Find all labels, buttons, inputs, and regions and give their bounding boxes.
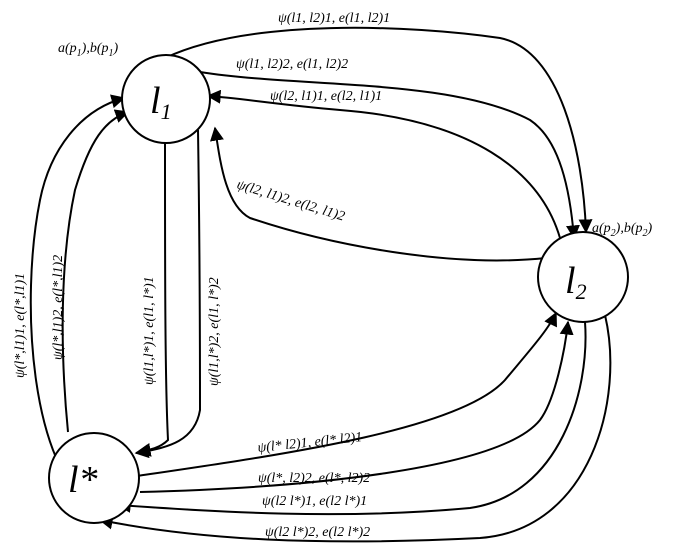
edge-label-l2-l1-1: ψ(l2, l1)1, e(l2, l1)1 xyxy=(270,89,382,104)
edge-l2-l1-2 xyxy=(210,126,547,262)
node-l1-params: a(p1),b(p1) xyxy=(58,41,119,59)
edge-l2-l1-1 xyxy=(206,89,561,239)
edge-l2-ls-1 xyxy=(116,321,587,516)
node-l1-label: l1 xyxy=(150,80,172,124)
edge-ls-l1-2 xyxy=(61,109,130,433)
edge-l1-ls-1 xyxy=(136,139,170,457)
node-l2: l2 xyxy=(537,231,629,323)
node-l2-label: l2 xyxy=(565,260,587,304)
edge-label-l2-ls-2: ψ(l2 l*)2, e(l2 l*)2 xyxy=(265,525,370,540)
edge-label-l2-ls-1: ψ(l2 l*)1, e(l2 l*)1 xyxy=(262,494,367,509)
edge-l1-ls-2 xyxy=(134,129,202,459)
node-l1: l1 xyxy=(121,54,211,144)
edge-label-ls-l2-1: ψ(l* l2)1, e(l* l2)1 xyxy=(257,430,363,456)
node-lstar-label: l* xyxy=(68,459,98,501)
edge-l1-l2-1 xyxy=(164,26,593,234)
edge-label-l1-l2-2: ψ(l1, l2)2, e(l1, l2)2 xyxy=(236,57,348,72)
edge-label-l1-ls-1: ψ(l1,l*)1, e(l1, l*)1 xyxy=(142,276,157,385)
edge-label-ls-l2-2: ψ(l*, l2)2, e(l*, l2)2 xyxy=(258,471,370,486)
edge-l1-l2-2 xyxy=(199,71,580,240)
edge-l2-ls-2 xyxy=(98,314,612,543)
edge-ls-l2-2 xyxy=(139,320,574,493)
edge-label-l1-ls-2: ψ(l1,l*)2, e(l1, l*)2 xyxy=(207,277,222,386)
edge-label-ls-l1-1: ψ(l*,l1)1, e(l*,l1)1 xyxy=(13,273,28,378)
edge-label-l1-l2-1: ψ(l1, l2)1, e(l1, l2)1 xyxy=(278,11,390,26)
edge-label-ls-l1-2: ψ(l*,l1)2, e(l*,l1)2 xyxy=(51,255,66,360)
edge-ls-l2-1 xyxy=(136,311,557,477)
node-l2-params: a(p2),b(p2) xyxy=(592,221,653,239)
node-lstar: l* xyxy=(48,432,140,524)
